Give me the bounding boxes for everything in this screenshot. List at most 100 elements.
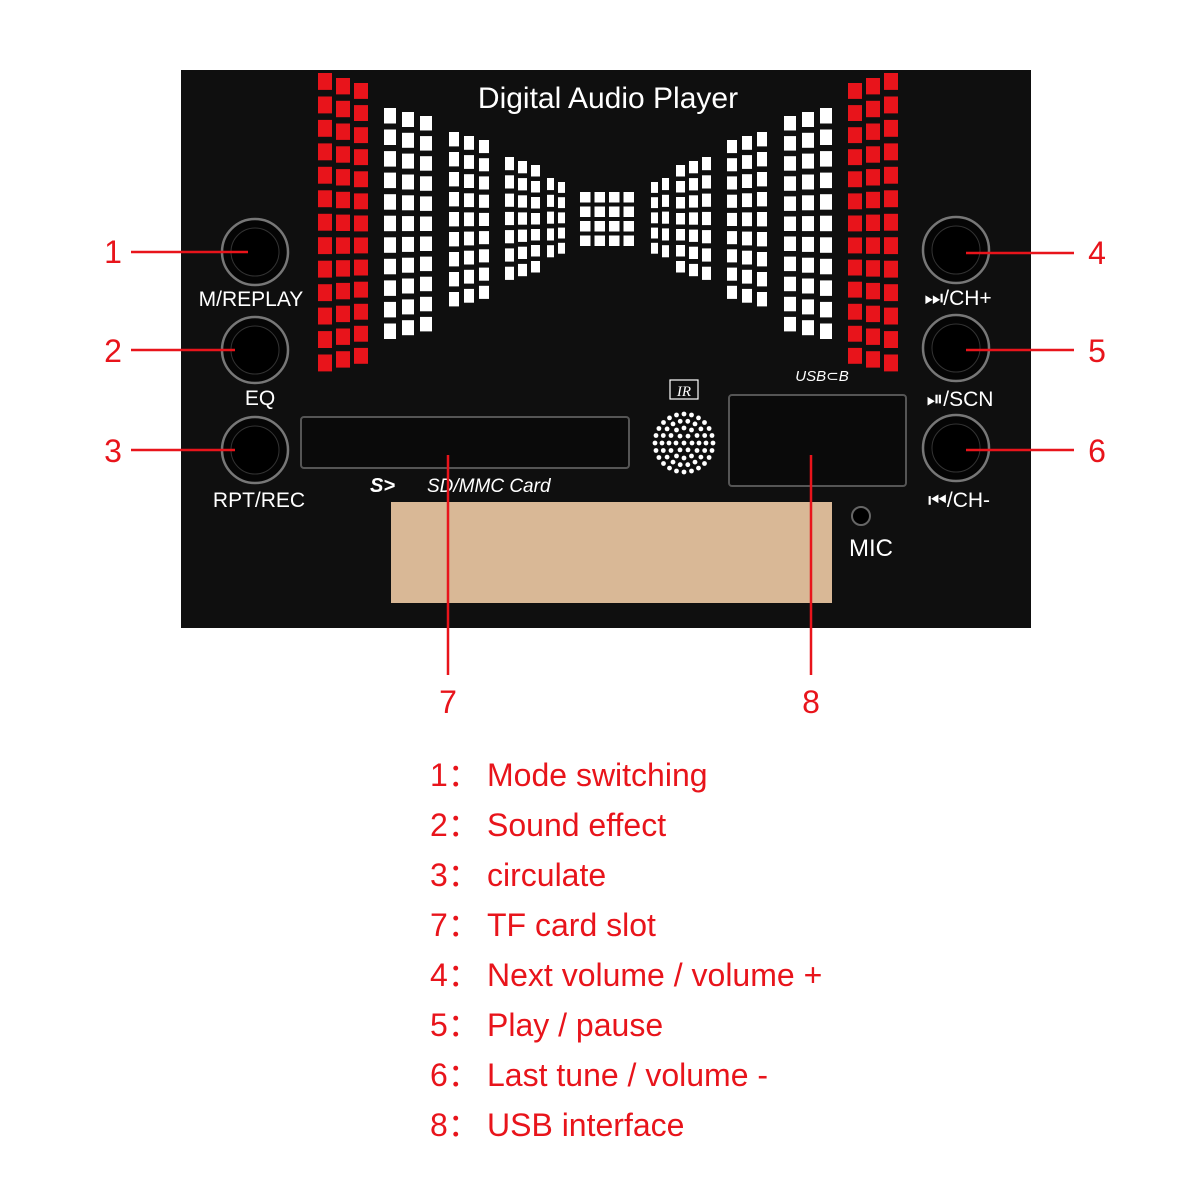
spectrum-cell bbox=[651, 197, 658, 209]
spectrum-cell bbox=[884, 331, 898, 348]
speaker-hole bbox=[689, 427, 694, 433]
spectrum-cell bbox=[848, 83, 862, 99]
legend-list: 1：Mode switching 2：Sound effect 3：circul… bbox=[430, 755, 990, 1155]
spectrum-cell bbox=[742, 212, 752, 227]
spectrum-cell bbox=[676, 245, 685, 257]
spectrum-cell bbox=[420, 116, 432, 131]
spectrum-cell bbox=[623, 192, 634, 203]
spectrum-cell bbox=[784, 156, 796, 171]
spectrum-cell bbox=[318, 307, 332, 325]
speaker-hole bbox=[703, 440, 709, 446]
spectrum-cell bbox=[336, 237, 350, 254]
spectrum-cell bbox=[318, 190, 332, 208]
speaker-hole bbox=[674, 412, 679, 418]
spectrum-cell bbox=[318, 119, 332, 137]
spectrum-cell bbox=[518, 178, 527, 191]
legend-number: 6： bbox=[430, 1057, 480, 1093]
spectrum-cell bbox=[866, 282, 880, 300]
speaker-hole bbox=[696, 465, 701, 471]
speaker-hole bbox=[681, 455, 687, 461]
spectrum-cell bbox=[464, 250, 474, 265]
button-prev-ch-minus[interactable]: ⏮/CH- bbox=[921, 413, 991, 512]
spectrum-cell bbox=[884, 73, 898, 90]
button-next-ch-plus[interactable]: ⏭/CH+ bbox=[921, 215, 992, 310]
sd-card-slot[interactable] bbox=[300, 416, 630, 469]
spectrum-cell bbox=[848, 193, 862, 210]
spectrum-cell bbox=[784, 276, 796, 292]
spectrum-cell bbox=[464, 155, 474, 169]
spectrum-cell bbox=[676, 197, 685, 209]
spectrum-cell bbox=[336, 328, 350, 345]
spectrum-cell bbox=[505, 248, 514, 262]
spectrum-cell bbox=[354, 215, 368, 232]
spectrum-cell bbox=[727, 176, 737, 190]
spectrum-cell bbox=[866, 305, 880, 323]
spectrum-cell bbox=[676, 213, 685, 225]
spectrum-cell bbox=[479, 212, 489, 226]
speaker-hole bbox=[670, 459, 676, 465]
speaker-hole bbox=[696, 415, 701, 421]
spectrum-cell bbox=[384, 129, 396, 145]
spectrum-cell bbox=[402, 174, 414, 190]
usb-port[interactable] bbox=[728, 394, 907, 487]
spectrum-cell bbox=[547, 245, 554, 258]
spectrum-cell bbox=[420, 276, 432, 292]
spectrum-cell bbox=[802, 132, 814, 148]
spectrum-cell bbox=[651, 182, 658, 193]
speaker-hole bbox=[677, 433, 683, 439]
speaker-hole bbox=[689, 468, 694, 474]
speaker-hole bbox=[692, 421, 698, 427]
spectrum-cell bbox=[727, 194, 737, 208]
speaker-hole bbox=[685, 418, 691, 424]
spectrum-cell bbox=[742, 136, 752, 150]
spectrum-cell bbox=[848, 171, 862, 188]
spectrum-cell bbox=[464, 269, 474, 284]
spectrum-cell bbox=[820, 258, 832, 275]
spectrum-cell bbox=[742, 250, 752, 265]
spectrum-cell bbox=[727, 285, 737, 299]
spectrum-cell bbox=[505, 211, 514, 226]
callout-number-3: 3 bbox=[104, 433, 122, 469]
spectrum-cell bbox=[651, 227, 658, 239]
spectrum-cell bbox=[848, 149, 862, 166]
speaker-hole bbox=[681, 425, 687, 431]
sd-slot-label: SD/MMC Card bbox=[427, 476, 552, 497]
spectrum-graphic bbox=[318, 73, 898, 372]
spectrum-cell bbox=[609, 206, 620, 217]
spectrum-cell bbox=[318, 73, 332, 90]
speaker-hole bbox=[661, 461, 666, 466]
spectrum-cell bbox=[354, 127, 368, 144]
spectrum-cell bbox=[354, 149, 368, 166]
spectrum-cell bbox=[449, 252, 459, 267]
spectrum-cell bbox=[802, 153, 814, 169]
button-play-pause-scn[interactable]: ⏯/SCN bbox=[921, 313, 993, 411]
legend-number: 5： bbox=[430, 1007, 480, 1043]
callout-number-2: 2 bbox=[104, 333, 122, 369]
speaker-hole bbox=[660, 448, 666, 453]
spectrum-cell bbox=[866, 78, 880, 95]
spectrum-cell bbox=[623, 206, 634, 217]
spectrum-cell bbox=[727, 212, 737, 226]
spectrum-cell bbox=[547, 211, 554, 224]
button-m-replay[interactable]: M/REPLAY bbox=[199, 217, 304, 311]
spectrum-cell bbox=[820, 129, 832, 145]
legend-number: 1： bbox=[430, 757, 480, 793]
spectrum-cell bbox=[802, 278, 814, 294]
spectrum-cell bbox=[784, 216, 796, 231]
spectrum-cell bbox=[402, 216, 414, 232]
spectrum-cell bbox=[558, 242, 565, 254]
legend-number: 3： bbox=[430, 857, 480, 893]
spectrum-cell bbox=[354, 303, 368, 320]
button-rpt-rec[interactable]: RPT/REC bbox=[213, 415, 305, 512]
speaker-hole bbox=[681, 411, 687, 417]
mic-hole bbox=[851, 506, 871, 526]
legend-item: 4：Next volume / volume + bbox=[430, 955, 990, 1005]
legend-item: 5：Play / pause bbox=[430, 1005, 990, 1055]
spectrum-cell bbox=[354, 325, 368, 342]
legend-text: USB interface bbox=[487, 1107, 685, 1143]
speaker-hole bbox=[698, 454, 704, 460]
spectrum-cell bbox=[384, 237, 396, 253]
spectrum-cell bbox=[866, 328, 880, 345]
spectrum-cell bbox=[402, 236, 414, 252]
speaker-hole bbox=[673, 440, 679, 446]
